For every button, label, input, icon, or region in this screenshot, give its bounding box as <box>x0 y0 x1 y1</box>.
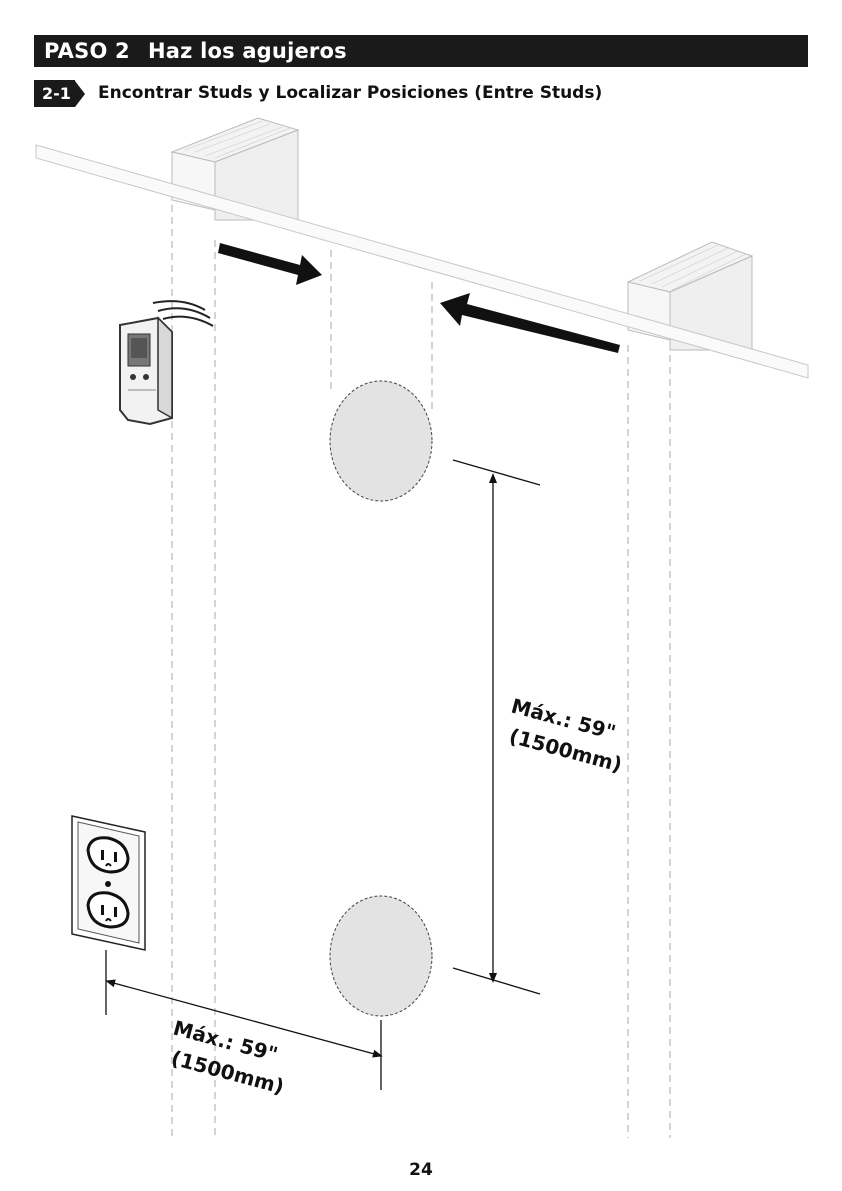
direction-arrow-icon <box>218 243 322 285</box>
stud-finder-icon <box>120 301 213 424</box>
wall-outlet-icon <box>72 816 145 950</box>
lower-hole-mark <box>330 896 432 1016</box>
direction-arrow-icon <box>440 293 620 353</box>
page-number: 24 <box>0 1160 842 1180</box>
upper-hole-mark <box>330 381 432 501</box>
